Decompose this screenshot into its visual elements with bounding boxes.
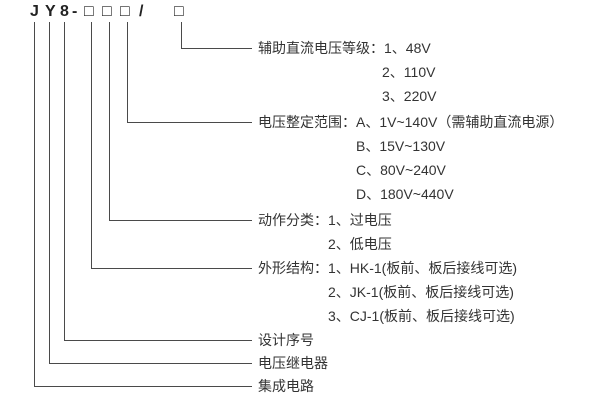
label-setting-range-itemB: B、15V~130V	[356, 138, 446, 154]
label-action-class-item2: 2、低电压	[328, 236, 392, 252]
model-box-shape: □	[84, 3, 94, 20]
label-setting-range-itemC: C、80V~240V	[356, 162, 446, 178]
model-box-action: □	[102, 3, 112, 20]
label-setting-range-title: 电压整定范围：A、1V~140V（需辅助直流电源）	[258, 114, 564, 130]
connector-vline-integrated-circuit	[34, 22, 35, 386]
connector-hline-aux-voltage	[181, 48, 252, 49]
connector-vline-shape	[91, 22, 92, 268]
model-char-slash: /	[139, 3, 144, 20]
label-shape-item3: 3、CJ-1(板前、板后接线可选)	[328, 308, 515, 324]
connector-vline-action-class	[109, 22, 110, 220]
connector-hline-design-serial	[64, 340, 252, 341]
label-design-serial: 设计序号	[258, 332, 314, 348]
connector-hline-shape	[91, 268, 252, 269]
connector-vline-voltage-relay	[49, 22, 50, 363]
label-shape-title: 外形结构：1、HK-1(板前、板后接线可选)	[258, 260, 518, 276]
label-aux-voltage-title: 辅助直流电压等级：1、48V	[258, 40, 431, 56]
model-box-aux: □	[174, 3, 184, 20]
connector-vline-aux-voltage	[181, 22, 182, 48]
model-char-y: Y	[45, 3, 56, 20]
connector-vline-design-serial	[64, 22, 65, 340]
label-setting-range-itemD: D、180V~440V	[356, 186, 454, 202]
model-box-range: □	[120, 3, 130, 20]
model-char-j: J	[30, 3, 39, 20]
model-char-dash: -	[72, 3, 78, 20]
connector-hline-setting-range	[127, 122, 252, 123]
label-voltage-relay: 电压继电器	[258, 355, 328, 371]
connector-vline-setting-range	[127, 22, 128, 122]
connector-hline-integrated-circuit	[34, 386, 252, 387]
label-shape-item2: 2、JK-1(板前、板后接线可选)	[328, 284, 514, 300]
label-integrated-circuit: 集成电路	[258, 378, 314, 394]
connector-hline-voltage-relay	[49, 363, 252, 364]
label-aux-voltage-item2: 2、110V	[382, 64, 436, 80]
label-action-class-title: 动作分类：1、过电压	[258, 212, 392, 228]
label-aux-voltage-item3: 3、220V	[382, 88, 437, 104]
model-char-8: 8	[60, 3, 69, 20]
connector-hline-action-class	[109, 220, 252, 221]
